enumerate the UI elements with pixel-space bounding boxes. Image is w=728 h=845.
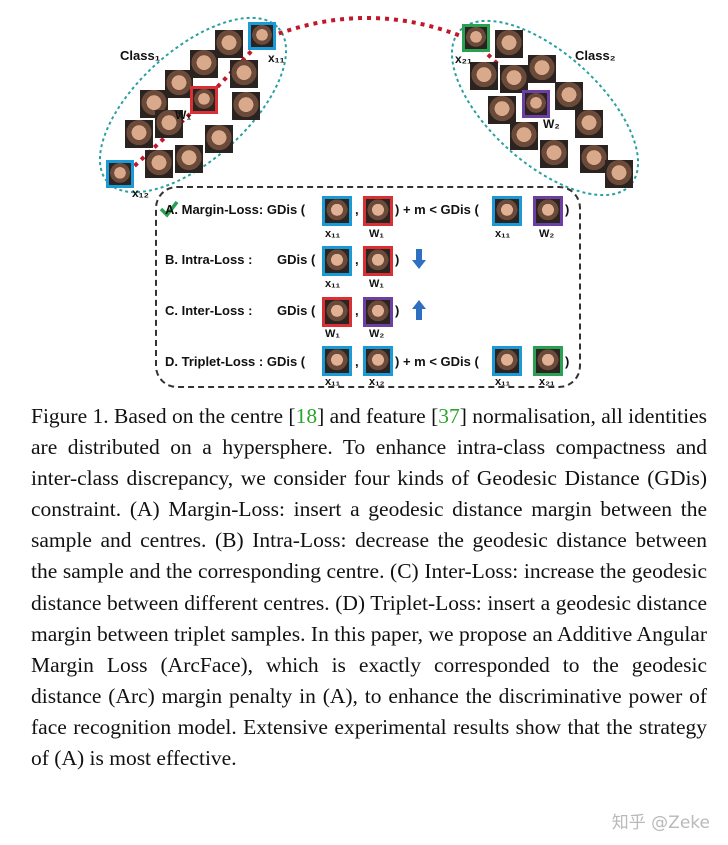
row-b-x11-face: [322, 246, 352, 276]
face-thumb: [145, 150, 173, 178]
row-d-end: ): [565, 354, 570, 369]
face-thumb: [190, 50, 218, 78]
row-b-sub-2: W₁: [369, 278, 384, 290]
class2-label: Class₂: [575, 48, 616, 63]
face-thumb: [510, 122, 538, 150]
row-c-w2-face: [363, 297, 393, 327]
caption-prefix: Figure 1. Based on the centre [: [31, 404, 296, 428]
row-d-sub-2: x₁₂: [369, 376, 385, 388]
arrow-up-icon: [412, 300, 426, 320]
row-a-sub-3: x₁₁: [495, 228, 511, 240]
face-thumb: [175, 145, 203, 173]
checkmark-icon: [159, 200, 179, 218]
row-c-gdis: GDis (: [277, 303, 316, 318]
comma: ,: [355, 202, 359, 217]
row-d-x12-face: [363, 346, 393, 376]
row-d-sub-1: x₁₁: [325, 376, 341, 388]
face-thumb: [488, 96, 516, 124]
w2-tag: W₂: [543, 117, 560, 131]
watermark: 知乎 @Zeke: [611, 813, 710, 833]
row-d-x21-face: [533, 346, 563, 376]
x12-face: [106, 160, 134, 188]
face-thumb: [125, 120, 153, 148]
x11-tag: x₁₁: [268, 51, 285, 65]
row-c-end: ): [395, 303, 400, 318]
row-d-sub-3: x₁₁: [495, 376, 511, 388]
row-a-mid: ) + m < GDis (: [395, 202, 479, 217]
x11-face: [248, 22, 276, 50]
x21-face: [462, 24, 490, 52]
face-thumb: [580, 145, 608, 173]
face-thumb: [155, 110, 183, 138]
row-d-x11-face: [322, 346, 352, 376]
face-thumb: [555, 82, 583, 110]
row-a-sub-2: W₁: [369, 228, 384, 240]
row-a-w1-face: [363, 196, 393, 226]
x21-tag: x₂₁: [455, 52, 472, 66]
face-thumb: [215, 30, 243, 58]
row-d-x11b-face: [492, 346, 522, 376]
face-thumb: [230, 60, 258, 88]
row-c-sub-1: W₁: [325, 328, 340, 340]
row-a-sub-1: x₁₁: [325, 228, 341, 240]
row-b-gdis: GDis (: [277, 252, 316, 267]
w1-tag: W₁: [175, 108, 192, 122]
row-b-sub-1: x₁₁: [325, 278, 341, 290]
row-a-label: A. Margin-Loss: GDis (: [165, 202, 306, 217]
x12-tag: x₁₂: [132, 186, 149, 200]
citation-link[interactable]: 18: [295, 404, 318, 428]
row-a-x11-face: [322, 196, 352, 226]
face-thumb: [575, 110, 603, 138]
figure-illustration: Class₁ Class₂ x₁₁ W₁ x₁₂ x₂₁ W₂ A. Margi…: [0, 0, 728, 400]
face-thumb: [495, 30, 523, 58]
row-a-end: ): [565, 202, 570, 217]
face-thumb: [605, 160, 633, 188]
caption-body: ] normalisation, all identities are dist…: [31, 404, 707, 771]
loss-panel: A. Margin-Loss: GDis ( , ) + m < GDis ( …: [155, 186, 581, 388]
class-link-curve: [261, 16, 476, 44]
row-c-label: C. Inter-Loss :: [165, 303, 253, 318]
caption-mid: ] and feature [: [317, 404, 439, 428]
comma: ,: [355, 354, 359, 369]
class1-ellipse: [98, 16, 288, 194]
figure-caption: Figure 1. Based on the centre [18] and f…: [31, 401, 707, 774]
face-thumb: [470, 62, 498, 90]
w2-face: [522, 90, 550, 118]
arrow-down-icon: [412, 249, 426, 269]
row-a-w2-face: [533, 196, 563, 226]
comma: ,: [355, 303, 359, 318]
row-d-sub-4: x₂₁: [539, 376, 555, 388]
row-b-label: B. Intra-Loss :: [165, 252, 253, 267]
w1-face: [190, 86, 218, 114]
class1-label: Class₁: [120, 48, 161, 63]
face-thumb: [500, 65, 528, 93]
row-b-w1-face: [363, 246, 393, 276]
row-a-x11b-face: [492, 196, 522, 226]
face-thumb: [232, 92, 260, 120]
comma: ,: [355, 252, 359, 267]
face-thumb: [165, 70, 193, 98]
row-c-sub-2: W₂: [369, 328, 385, 340]
row-d-mid: ) + m < GDis (: [395, 354, 479, 369]
face-thumb: [540, 140, 568, 168]
face-thumb: [528, 55, 556, 83]
row-d-label: D. Triplet-Loss : GDis (: [165, 354, 306, 369]
citation-link[interactable]: 37: [438, 404, 460, 428]
row-b-end: ): [395, 252, 400, 267]
face-thumb: [205, 125, 233, 153]
row-c-w1-face: [322, 297, 352, 327]
row-a-sub-4: W₂: [539, 228, 555, 240]
